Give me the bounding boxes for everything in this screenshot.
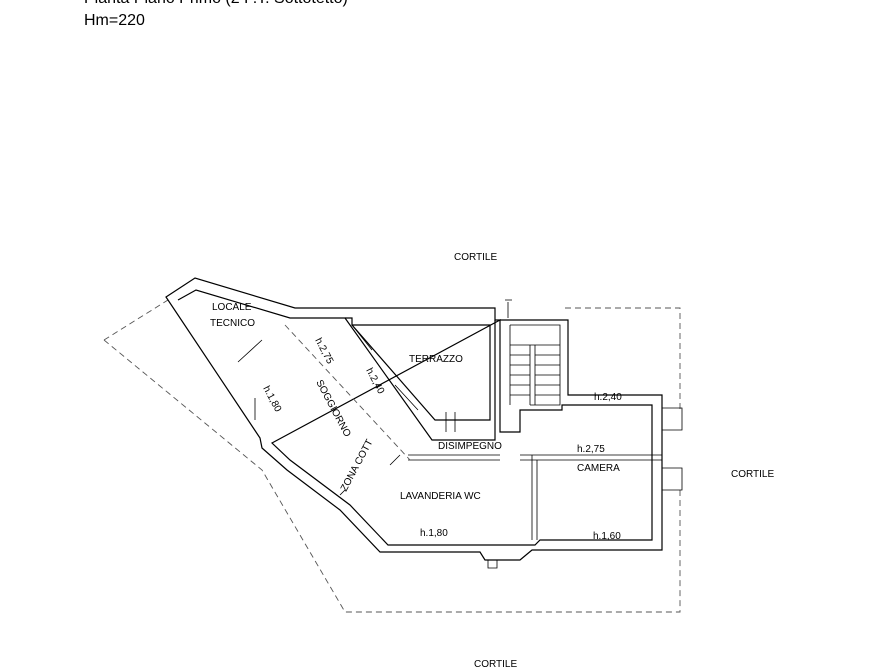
label-h180-lavanderia: h.1,80 [420, 528, 448, 539]
courtyard-boundary [103, 299, 681, 613]
label-h240-camera: h.2,40 [594, 392, 622, 403]
label-zona-cottura: ZONA COTT [339, 438, 376, 494]
outer-wall [165, 277, 663, 561]
label-disimpegno: DISIMPEGNO [438, 441, 502, 452]
label-h180-left: h.1,80 [260, 384, 283, 414]
label-camera: CAMERA [577, 463, 620, 474]
label-terrazzo: TERRAZZO [409, 354, 463, 365]
label-h160-camera: h.1,60 [593, 531, 621, 542]
label-h275-soggiorno: h.2,75 [312, 336, 335, 366]
label-h275-camera: h.2,75 [577, 444, 605, 455]
label-cortile-top: CORTILE [454, 252, 497, 263]
label-locale: LOCALE [212, 302, 252, 313]
partition-line [237, 339, 263, 420]
partition-walls [339, 454, 662, 540]
staircase [509, 324, 561, 406]
plan-title: Pianta Piano Primo (2 P.T. Sottotetto) [84, 0, 348, 8]
label-cortile-bottom: CORTILE [474, 659, 517, 670]
window-marks [351, 299, 683, 569]
label-soggiorno: SOGGIORNO [313, 378, 352, 439]
label-tecnico: TECNICO [210, 318, 255, 329]
label-cortile-right: CORTILE [731, 469, 774, 480]
height-average: Hm=220 [84, 12, 145, 29]
label-lavanderia: LAVANDERIA WC [400, 491, 481, 502]
ceiling-line [284, 324, 411, 461]
terrace-wall [345, 317, 491, 421]
